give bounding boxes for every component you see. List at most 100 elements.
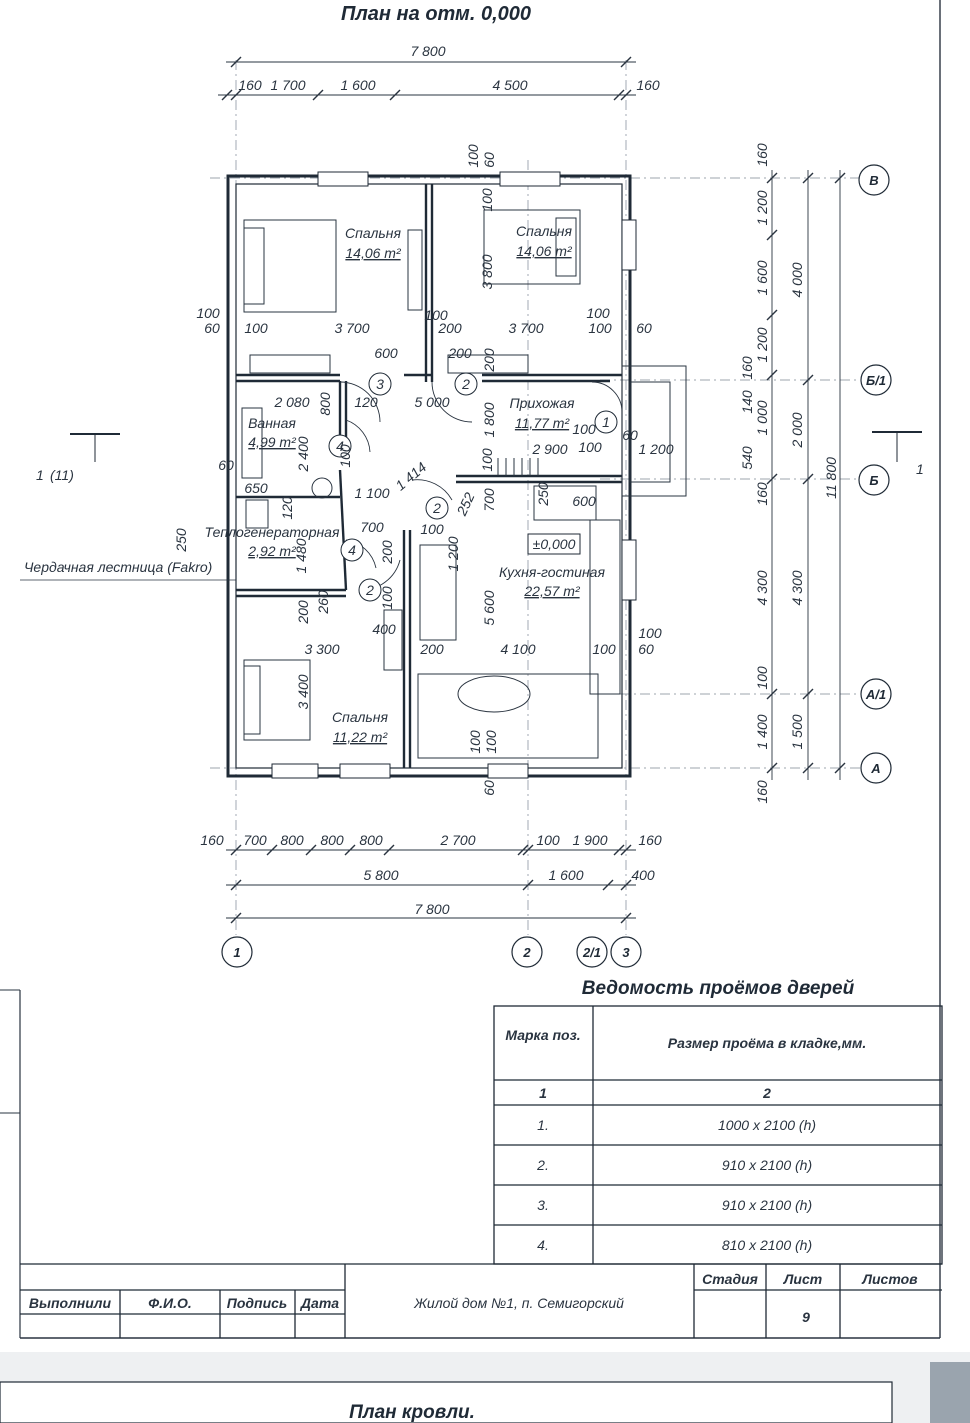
dim-right-2: 1 500 [789, 714, 805, 749]
dim-int: 100 [465, 144, 481, 168]
dim-int: 252 [453, 490, 478, 519]
dim-int: 3 800 [479, 254, 495, 289]
dim-bottom: 800 [320, 832, 344, 848]
dim-int: 650 [244, 480, 268, 496]
schedule-col1-header: Марка поз. [505, 1027, 580, 1043]
stamp-fio: Ф.И.О. [148, 1295, 192, 1311]
door-mark: 3 [376, 376, 384, 392]
dim-right: 1 400 [754, 714, 770, 749]
dim-int: 100 [638, 625, 662, 641]
attic-stair-label: Чердачная лестница (Fakro) [24, 559, 212, 575]
dim-int: 1 414 [392, 459, 429, 494]
dim-right: 1 600 [754, 260, 770, 295]
dim-int: 60 [622, 427, 638, 443]
schedule-col1-header-text: Марка поз. [505, 1027, 580, 1043]
dim-right: 160 [739, 356, 755, 380]
dim-int: 3 400 [295, 674, 311, 709]
dim-right: 1 200 [754, 327, 770, 362]
dim-right: 540 [739, 446, 755, 470]
dim-int: 2 400 [295, 436, 311, 472]
section-mark-left [70, 433, 120, 462]
room-area-bedroom-3: 11,22 m² [333, 729, 389, 745]
dim-right-2: 2 000 [789, 412, 805, 448]
dim-int: 200 [419, 641, 444, 657]
schedule-col2-header: Размер проёма в кладке,мм. [668, 1035, 866, 1051]
dim-right: 160 [754, 780, 770, 804]
level-mark-box [527, 533, 581, 555]
dim-bottom: 1 900 [572, 832, 607, 848]
stamp-signature: Подпись [227, 1295, 287, 1311]
stamp-sheet: Лист [783, 1271, 822, 1287]
axis-label-v: В [869, 173, 878, 188]
section-mark-left-ref: (11) [50, 467, 74, 483]
schedule-col2-num: 2 [762, 1085, 771, 1101]
dim-int: 100 [479, 188, 495, 212]
dim-int: 100 [479, 448, 495, 472]
dimension-lines [218, 61, 841, 919]
dim-int: 1 200 [638, 441, 673, 457]
room-name-bedroom-3: Спальня [332, 709, 388, 725]
binding-shadow [930, 1362, 970, 1423]
dim-int: 100 [572, 421, 596, 437]
dim-int: 100 [483, 730, 499, 754]
dim-right: 160 [754, 143, 770, 167]
axis-label-a: А [870, 761, 880, 776]
door-mark: 4 [336, 438, 344, 454]
dim-top: 160 [636, 77, 660, 93]
next-sheet-title: План кровли. [349, 1402, 475, 1423]
dim-bottom: 100 [536, 832, 560, 848]
axis-bubbles [221, 164, 892, 968]
dim-int: 120 [279, 496, 295, 520]
dim-int: 100 [586, 305, 610, 321]
dim-int: 100 [196, 305, 220, 321]
room-name-kitchen: Кухня-гостиная [499, 564, 605, 580]
schedule-mark: 1. [537, 1117, 549, 1133]
schedule-mark: 4. [537, 1237, 549, 1253]
dim-int: 250 [173, 528, 189, 553]
dim-bottom-total: 7 800 [414, 901, 449, 917]
windows [271, 171, 637, 779]
dim-int: 250 [535, 482, 551, 507]
dim-int: 200 [295, 600, 311, 625]
axis-label-2-1: 2/1 [582, 945, 601, 960]
level-mark: ±0,000 [533, 536, 576, 552]
dim-top: 160 [238, 77, 262, 93]
dim-int: 60 [636, 320, 652, 336]
axis-label-b1: Б/1 [866, 373, 886, 388]
dim-int: 260 [315, 590, 331, 615]
dim-int: 1 480 [293, 538, 309, 573]
room-name-bathroom: Ванная [248, 415, 296, 431]
schedule-size: 910 x 2100 (h) [722, 1157, 812, 1173]
dim-int: 60 [638, 641, 654, 657]
dim-int: 60 [204, 320, 220, 336]
dimension-ticks [221, 56, 846, 924]
dim-int: 100 [588, 320, 612, 336]
next-sheet-frame [0, 1381, 893, 1423]
dim-int: 3 700 [334, 320, 369, 336]
door-mark: 4 [348, 542, 356, 558]
dim-int: 1 100 [354, 485, 389, 501]
dim-int: 100 [337, 444, 353, 468]
dim-bottom: 800 [359, 832, 383, 848]
dim-int: 1 200 [445, 536, 461, 571]
axis-label-a1: А/1 [865, 687, 886, 702]
dim-int: 100 [420, 521, 444, 537]
room-area-bedroom-2: 14,06 m² [516, 243, 573, 259]
dim-int: 700 [481, 488, 497, 512]
stamp-performed: Выполнили [29, 1295, 112, 1311]
dim-bottom-2: 400 [631, 867, 655, 883]
schedule-col1-num: 1 [539, 1085, 547, 1101]
dim-right: 160 [754, 482, 770, 506]
dim-int: 100 [578, 439, 602, 455]
dim-bottom: 800 [280, 832, 304, 848]
dim-int: 3 700 [508, 320, 543, 336]
dim-int: 100 [424, 307, 448, 323]
dim-int: 800 [317, 392, 333, 416]
stairs [497, 458, 539, 476]
room-name-boiler: Теплогенераторная [205, 524, 340, 540]
axis-label-3: 3 [622, 945, 630, 960]
dim-int: 600 [374, 345, 398, 361]
dim-right: 140 [739, 390, 755, 414]
